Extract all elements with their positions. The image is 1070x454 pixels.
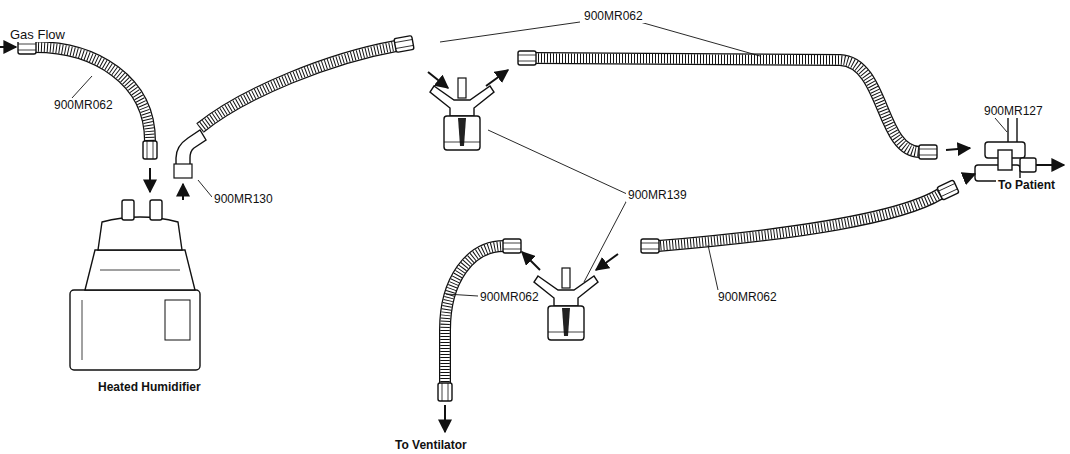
tube-corrugation <box>445 246 504 383</box>
part-number: 900MR127 <box>982 104 1045 118</box>
tube-body <box>535 58 920 152</box>
flow-label: Gas Flow <box>8 28 67 42</box>
tube-outline <box>35 47 150 141</box>
flow-label: To Patient <box>996 178 1057 192</box>
part-number: 900MR062 <box>716 290 779 304</box>
tube-outline <box>200 46 396 128</box>
tube-body <box>35 47 150 141</box>
tube-corrugation <box>35 47 150 141</box>
tube-body <box>658 194 940 246</box>
tube-corrugation <box>200 46 396 128</box>
part-number: 900MR130 <box>212 192 275 206</box>
tube-body <box>200 46 396 128</box>
device-label: Heated Humidifier <box>96 380 203 394</box>
tube-outline <box>445 246 504 383</box>
part-number: 900MR139 <box>626 188 689 202</box>
part-number: 900MR062 <box>478 290 541 304</box>
tube-outline <box>658 194 940 246</box>
tube-body <box>445 246 504 383</box>
flow-label: To Ventilator <box>393 438 469 452</box>
tube-corrugation <box>658 194 940 246</box>
part-number: 900MR062 <box>52 98 115 112</box>
tube-corrugation <box>535 58 920 152</box>
part-number: 900MR062 <box>582 9 645 23</box>
tube-outline <box>535 58 920 152</box>
